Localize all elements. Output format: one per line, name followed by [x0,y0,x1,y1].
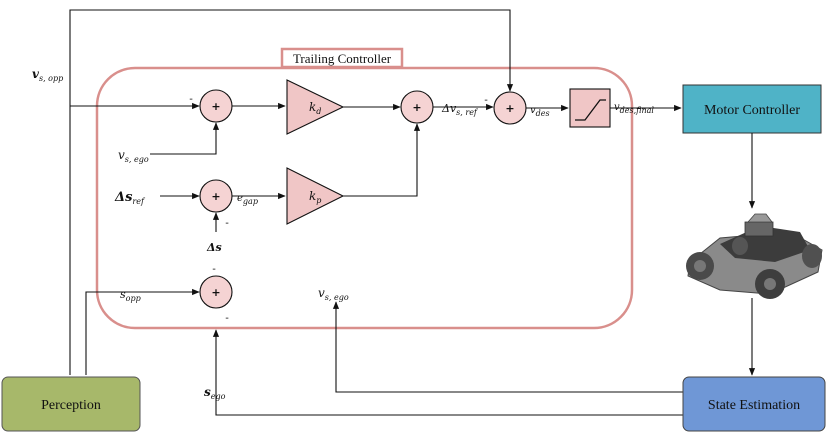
kp-gain-block [286,167,345,225]
motor-controller-label: Motor Controller [704,103,800,118]
v-s-ego-fb-wire [332,301,683,393]
summer-2-minus-bottom: - [225,218,229,229]
saturation-icon [575,99,606,121]
perception-block [1,376,141,432]
summer-4 [199,275,233,309]
kp-label: kp [309,189,321,205]
s-opp-label: sopp [120,288,141,303]
summer-5-plus: + [505,102,514,115]
v-s-opp-label: vs, opp [32,67,63,83]
trailing-controller-title: Trailing Controller [293,51,392,66]
summer-4-plus: + [211,286,220,299]
summer-3-plus: + [412,101,421,114]
summer-4-minus-bottom: - [225,313,229,324]
s-ego-wire [212,329,683,416]
summer-5-minus-left: - [484,95,488,106]
s-opp-wire [85,288,200,375]
state-estimation-label: State Estimation [708,398,800,413]
vehicle-image [686,213,823,299]
v-s-ego-in-label: vs, ego [118,148,149,164]
summer-4-minus-top: - [212,264,216,275]
v-s-opp-top-wire [69,9,514,375]
v-des-label: vdes [530,105,550,118]
v-s-ego-in-wire [150,122,220,155]
e-gap-label: egap [237,193,258,206]
summer-2-plus: + [211,190,220,203]
delta-s-ref-label: Δsref [114,190,146,206]
summer-1-minus-left: - [189,94,193,105]
motor-controller-block [682,84,822,134]
saturation-block [569,88,611,128]
state-estimation-block [682,376,826,432]
kd-gain-block [286,79,345,135]
kd-label: kd [309,100,321,116]
perception-label: Perception [41,398,101,413]
summer-1-plus: + [211,100,220,113]
s-ego-label: sego [204,385,226,401]
v-des-final-label: vdes,final [614,102,654,115]
delta-s-label: Δs [206,241,222,254]
trailing-controller-title-box [280,47,404,69]
kp-to-s3-wire [343,123,421,197]
v-s-ego-fb-label: vs, ego [318,286,349,302]
delta-v-s-ref-label: Δvs, ref [441,102,479,117]
